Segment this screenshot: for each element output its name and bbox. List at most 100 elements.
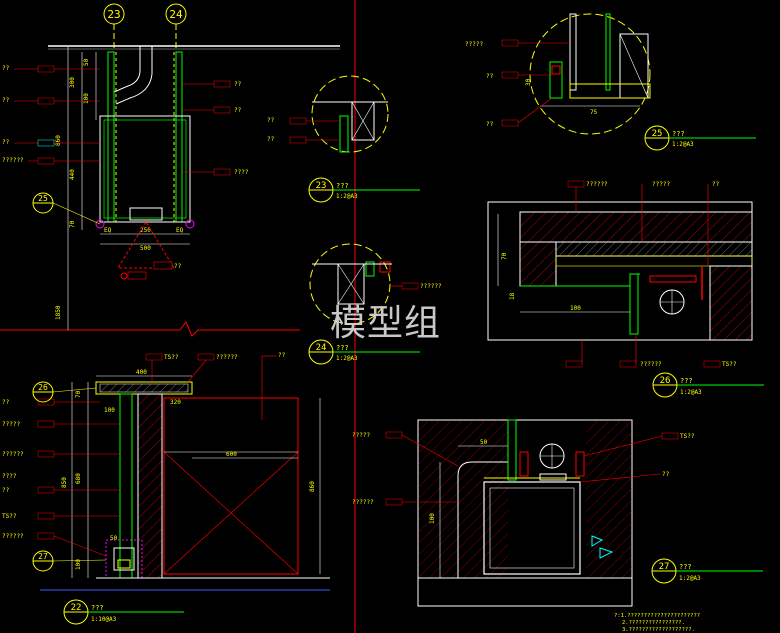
note-2: 2.????????????????.: [622, 620, 685, 626]
detail-27-annot-3: TS??: [680, 433, 695, 440]
d22-annot-l2: ?????: [2, 421, 20, 428]
d22-tag-l5: [37, 486, 55, 494]
detail-24: ?????? 24 ??? 1:2@A3: [308, 243, 442, 365]
detail-25-leader-3: [517, 97, 553, 124]
d22-dim-50: 50: [110, 535, 118, 542]
detail-27-leader-4: [579, 473, 661, 483]
d22-leader-l7: [53, 535, 107, 557]
detail-27-annot-4: ??: [662, 471, 670, 478]
detail-27-annot-1: ?????: [352, 432, 370, 439]
d22-base-box: [105, 539, 143, 579]
detail-27-scale: 1:2@A3: [679, 575, 701, 582]
tag-4: [37, 157, 55, 165]
detail-26-dim-18: 18: [509, 292, 516, 300]
dim-100: 100: [83, 93, 90, 104]
detail-25-dim-75: 75: [590, 109, 598, 116]
detail-25-circle: [529, 13, 651, 135]
detail-27-tag-2: [385, 498, 403, 506]
watermark-text: 模型组: [330, 303, 442, 344]
detail-27-num: 27: [659, 562, 670, 572]
right-annotations: ?? ?? ????: [182, 80, 249, 176]
detail-27-wall-hatch-right: [586, 420, 632, 578]
tag-r1: [213, 80, 231, 88]
dim-860: 860: [55, 135, 62, 146]
detail-25-tag-3: [501, 119, 519, 127]
detail-26-annot-3: ??: [712, 181, 720, 188]
callout-26-leader: [52, 387, 97, 393]
detail-23-scale: 1:2@A3: [336, 193, 358, 200]
detail-27-title: ???: [679, 563, 692, 571]
d22-annot-q2: ??: [278, 352, 286, 359]
tag-r2: [213, 106, 231, 114]
lamp-tag-dot: [120, 272, 128, 280]
pipe-inner: [115, 46, 153, 105]
notes: ?:1.?????????????????????? 2.???????????…: [614, 613, 700, 633]
detail-26-tag-4: [703, 360, 721, 368]
annot-1: ??: [2, 65, 10, 72]
detail-27-box: [483, 481, 581, 575]
grid-label-24: 24: [169, 8, 183, 21]
lamp-tag-box: [127, 271, 147, 280]
detail-26-trim: [629, 273, 639, 335]
detail-27-tag-1: [385, 431, 403, 439]
detail-26-tag-1: [567, 180, 585, 188]
detail-27-bracket-l: [519, 451, 529, 477]
d22-cabinet: [163, 397, 299, 575]
detail-23-title: ???: [336, 182, 349, 190]
callout-27-leader: [52, 559, 107, 562]
d22-annot-l7: ??????: [2, 533, 24, 540]
d22-tag-l7: [37, 532, 55, 540]
d22-dim-320: 320: [170, 399, 181, 406]
detail-26-tag-2: [565, 360, 583, 368]
note-3: 3.???????????????????.: [622, 627, 695, 633]
d22-annot-l5: ??: [2, 487, 10, 494]
detail-25-lamp: [551, 65, 561, 75]
detail-27-dim-100: 100: [429, 513, 436, 524]
d22-tag-q6: [197, 353, 215, 361]
detail-22: 70 850 680 100 400 320 100 50 600 860 TS…: [2, 352, 330, 625]
detail-25-annot-1: ?????: [465, 41, 483, 48]
d22-base-lamp-inner: [117, 559, 131, 569]
callout-27-num: 27: [38, 552, 48, 561]
detail-26-annot-1: ??????: [586, 181, 608, 188]
d22-annot-l3: ??????: [2, 451, 24, 458]
detail-26-dim-70: 70: [501, 252, 508, 260]
annot-2: ??: [2, 97, 10, 104]
d22-beam-hatch: [99, 383, 189, 393]
detail-26-tag-3: [619, 360, 637, 368]
detail-25-wall: [605, 13, 611, 91]
d22-dim-70: 70: [75, 390, 82, 398]
detail-24-num: 24: [316, 343, 327, 353]
d22-dim-100: 100: [75, 559, 82, 570]
d22-base-lamp: [113, 547, 135, 571]
annot-r1: ??: [234, 81, 242, 88]
callout-25-num: 25: [38, 194, 48, 203]
detail-26-annot-5: TS??: [722, 361, 737, 368]
detail-26-dim-100: 100: [570, 305, 581, 312]
detail-25-slab: [569, 83, 651, 99]
detail-23-x2: [351, 101, 375, 141]
detail-27-box-inner: [489, 487, 575, 569]
detail-26-board: [555, 241, 753, 257]
detail-27-profile: [457, 420, 509, 578]
dim-1850: 1850: [55, 305, 62, 320]
detail-27-dim-50: 50: [480, 439, 488, 446]
detail-23-tag-2: [289, 136, 307, 144]
lamp-beam: [117, 221, 175, 269]
detail-26-left-hatch: [519, 241, 557, 287]
left-annotations: ?? ?? ?? ??????: [2, 65, 100, 165]
detail-24-circle: [309, 243, 391, 325]
detail-27-trim: [507, 419, 517, 481]
lamp-label: ??: [174, 263, 182, 270]
detail-25-x: [619, 33, 649, 99]
corner-marker-left: [95, 219, 105, 229]
lamp-tag-box-2: [153, 261, 173, 270]
column-right-wall: [175, 51, 183, 223]
d22-dim-600: 600: [226, 451, 237, 458]
detail-27-annot-2: ??????: [352, 499, 374, 506]
detail-24-annot: ??????: [420, 283, 442, 290]
grid-label-23: 23: [107, 8, 120, 21]
detail-27-tag-3: [661, 432, 679, 440]
tag-3: [37, 139, 55, 147]
detail-25-tag-2: [501, 71, 519, 79]
